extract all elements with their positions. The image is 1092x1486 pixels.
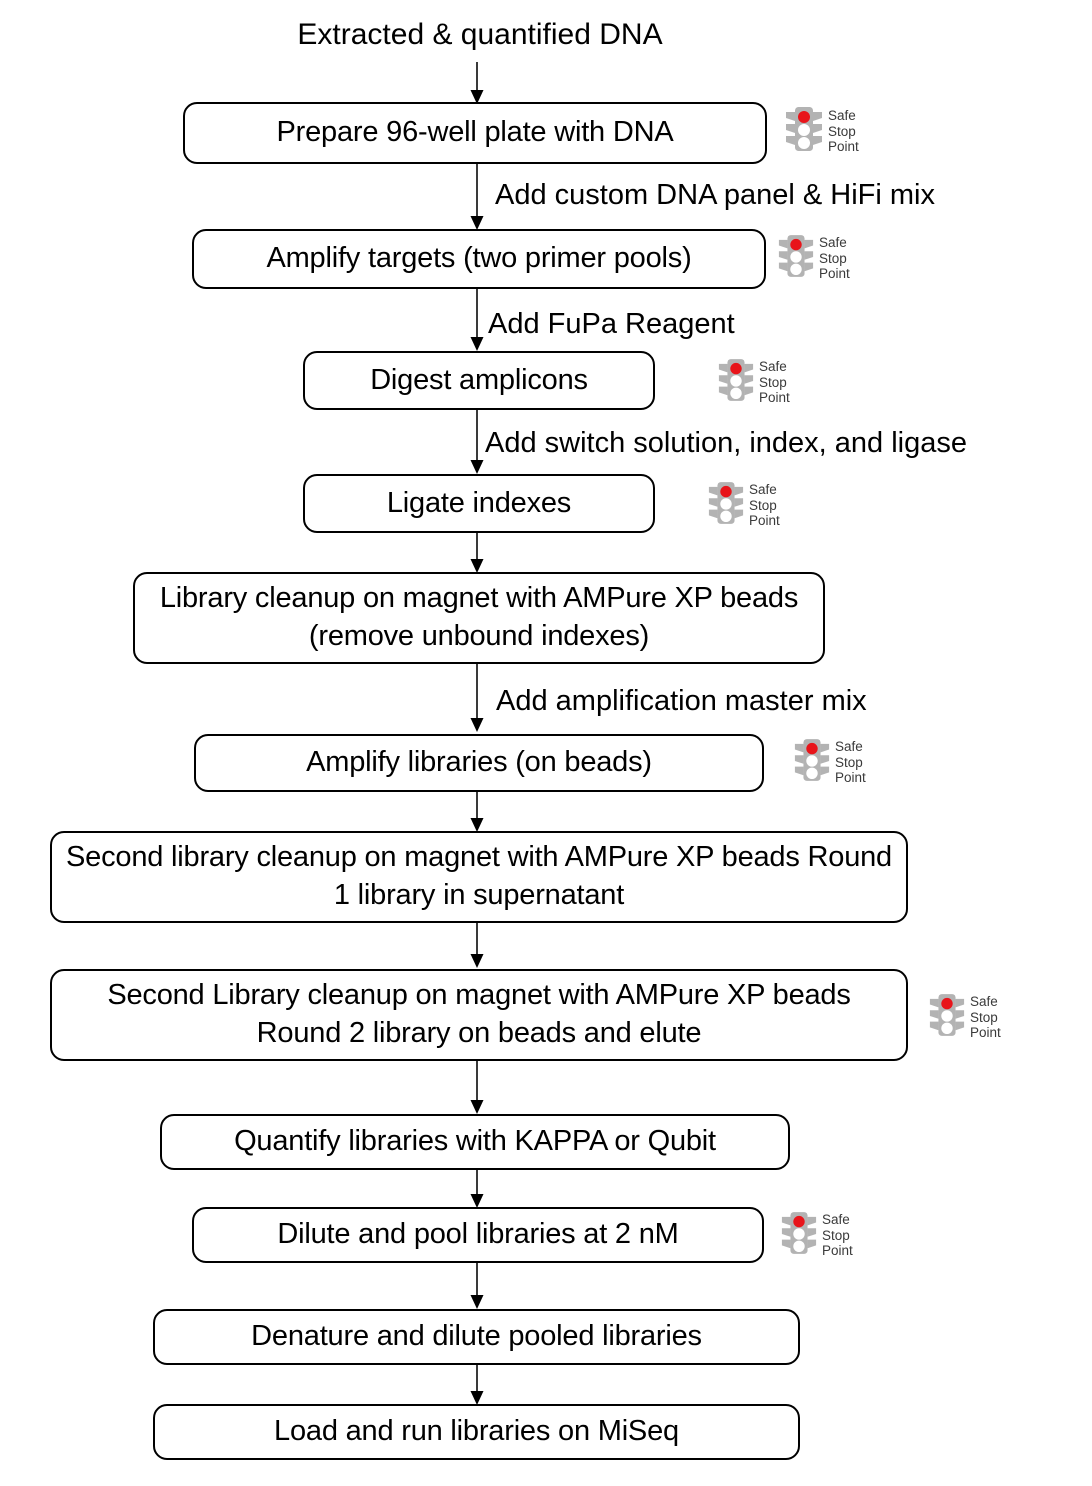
safe-stop-line-2: Stop — [749, 497, 777, 513]
flow-node-dilute-pool-libraries[interactable]: Dilute and pool libraries at 2 nM — [192, 1207, 764, 1263]
safe-stop-point-label: Safe Stop Point — [759, 359, 790, 406]
flow-node-denature-dilute[interactable]: Denature and dilute pooled libraries — [153, 1309, 800, 1365]
safe-stop-line-3: Point — [970, 1025, 1001, 1041]
flow-node-second-cleanup-round2[interactable]: Second Library cleanup on magnet with AM… — [50, 969, 908, 1061]
flow-node-quantify-libraries[interactable]: Quantify libraries with KAPPA or Qubit — [160, 1114, 790, 1170]
connector-n1-to-n2 — [468, 164, 486, 230]
safe-stop-point-label: Safe Stop Point — [819, 235, 850, 282]
connector-n11-to-n12 — [468, 1365, 486, 1405]
safe-stop-line-2: Stop — [759, 374, 787, 390]
connector-n9-to-n10 — [468, 1170, 486, 1208]
safe-stop-line-3: Point — [828, 139, 859, 155]
edge-label-n1-n2: Add custom DNA panel & HiFi mix — [495, 179, 935, 211]
connector-start-to-n1 — [468, 62, 486, 104]
safe-stop-point-badge-1: Safe Stop Point — [784, 104, 859, 159]
connector-n10-to-n11 — [468, 1263, 486, 1309]
safe-stop-line-2: Stop — [822, 1227, 850, 1243]
safe-stop-point-label: Safe Stop Point — [822, 1212, 853, 1259]
safe-stop-line-2: Stop — [828, 123, 856, 139]
start-caption: Extracted & quantified DNA — [297, 18, 663, 51]
traffic-light-icon — [793, 736, 831, 789]
safe-stop-point-badge-3: Safe Stop Point — [717, 356, 790, 409]
edge-label-n2-n3: Add FuPa Reagent — [488, 308, 735, 340]
safe-stop-line-3: Point — [749, 513, 780, 529]
safe-stop-line-1: Safe — [822, 1211, 850, 1227]
safe-stop-point-badge-5: Safe Stop Point — [793, 736, 866, 789]
flow-node-amplify-libraries[interactable]: Amplify libraries (on beads) — [194, 734, 764, 792]
flow-node-library-cleanup[interactable]: Library cleanup on magnet with AMPure XP… — [133, 572, 825, 664]
connector-n5-to-n6 — [468, 664, 486, 732]
traffic-light-icon — [717, 356, 755, 409]
connector-n4-to-n5 — [468, 533, 486, 573]
flow-node-load-run-miseq[interactable]: Load and run libraries on MiSeq — [153, 1404, 800, 1460]
flow-node-second-cleanup-round1[interactable]: Second library cleanup on magnet with AM… — [50, 831, 908, 923]
safe-stop-line-1: Safe — [749, 481, 777, 497]
safe-stop-line-1: Safe — [835, 738, 863, 754]
edge-label-n5-n6: Add amplification master mix — [496, 685, 867, 717]
edge-label-n3-n4: Add switch solution, index, and ligase — [485, 427, 968, 459]
safe-stop-point-label: Safe Stop Point — [749, 482, 780, 529]
safe-stop-point-label: Safe Stop Point — [828, 108, 859, 155]
safe-stop-line-3: Point — [822, 1243, 853, 1259]
safe-stop-line-1: Safe — [970, 993, 998, 1009]
safe-stop-point-badge-4: Safe Stop Point — [707, 479, 780, 532]
traffic-light-icon — [780, 1209, 818, 1262]
flow-node-prepare-plate[interactable]: Prepare 96-well plate with DNA — [183, 102, 767, 164]
connector-n7-to-n8 — [468, 923, 486, 968]
connector-n8-to-n9 — [468, 1061, 486, 1114]
flow-node-amplify-targets[interactable]: Amplify targets (two primer pools) — [192, 229, 766, 289]
safe-stop-point-label: Safe Stop Point — [970, 994, 1001, 1041]
traffic-light-icon — [707, 479, 745, 532]
flow-node-ligate-indexes[interactable]: Ligate indexes — [303, 474, 655, 533]
safe-stop-line-3: Point — [835, 770, 866, 786]
safe-stop-line-2: Stop — [970, 1009, 998, 1025]
safe-stop-point-badge-6: Safe Stop Point — [928, 991, 1001, 1044]
safe-stop-line-3: Point — [819, 266, 850, 282]
safe-stop-point-label: Safe Stop Point — [835, 739, 866, 786]
safe-stop-point-badge-2: Safe Stop Point — [777, 232, 850, 285]
safe-stop-line-2: Stop — [819, 250, 847, 266]
safe-stop-line-2: Stop — [835, 754, 863, 770]
flow-node-digest-amplicons[interactable]: Digest amplicons — [303, 351, 655, 410]
safe-stop-line-1: Safe — [819, 234, 847, 250]
connector-n6-to-n7 — [468, 792, 486, 832]
traffic-light-icon — [784, 104, 824, 159]
safe-stop-line-1: Safe — [759, 358, 787, 374]
safe-stop-line-3: Point — [759, 390, 790, 406]
safe-stop-line-1: Safe — [828, 107, 856, 123]
connector-n2-to-n3 — [468, 289, 486, 351]
connector-n3-to-n4 — [468, 410, 486, 474]
traffic-light-icon — [928, 991, 966, 1044]
traffic-light-icon — [777, 232, 815, 285]
safe-stop-point-badge-7: Safe Stop Point — [780, 1209, 853, 1262]
